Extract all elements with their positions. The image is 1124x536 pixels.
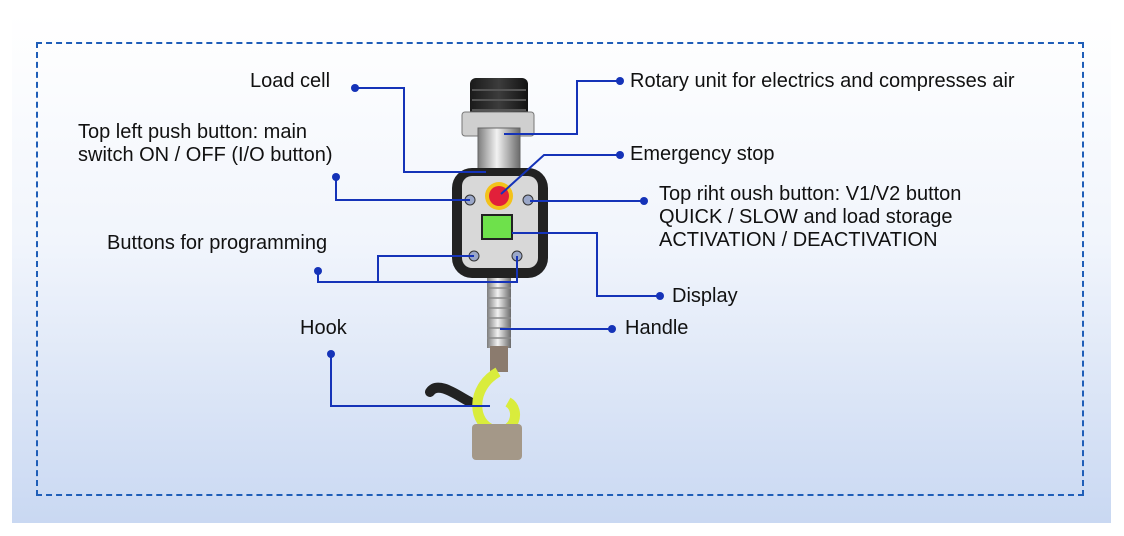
label-buttons-programming: Buttons for programming — [107, 232, 328, 254]
leader-dot-display — [656, 292, 664, 300]
leader-dot-emergency-stop — [616, 151, 624, 159]
leader-hook — [330, 354, 490, 407]
handle — [487, 278, 511, 372]
control-housing — [452, 168, 548, 278]
leader-display — [512, 232, 660, 297]
hook — [425, 367, 522, 460]
leader-dot-handle — [608, 325, 616, 333]
label-top-left-button: Top left push button: main switch ON / O… — [78, 121, 333, 166]
rotary-unit — [461, 78, 535, 137]
label-load-cell: Load cell — [250, 70, 331, 92]
leader-rotary-unit — [504, 80, 620, 135]
leader-dot-top-left-button — [332, 173, 340, 181]
label-top-right-button: Top riht oush button: V1/V2 button QUICK… — [659, 183, 962, 251]
label-hook: Hook — [300, 317, 347, 339]
label-handle: Handle — [625, 317, 689, 339]
leader-dot-top-right-button — [640, 197, 648, 205]
leader-lines — [314, 77, 664, 407]
diagram-background — [12, 13, 1111, 523]
label-emergency-stop: Emergency stop — [630, 143, 775, 165]
dashed-frame — [36, 42, 1084, 496]
label-display: Display — [672, 285, 738, 307]
leader-programming-buttons — [317, 255, 474, 283]
leader-top-left-button — [335, 177, 470, 201]
display-screen — [481, 214, 513, 240]
leader-programming-buttons-2 — [378, 256, 518, 283]
leader-dot-load-cell — [351, 84, 359, 92]
label-rotary-unit: Rotary unit for electrics and compresses… — [630, 70, 1015, 92]
leader-dot-rotary-unit — [616, 77, 624, 85]
leader-dot-hook — [327, 350, 335, 358]
leader-dot-programming — [314, 267, 322, 275]
leader-emergency-stop — [500, 154, 620, 195]
leader-load-cell — [355, 87, 486, 173]
